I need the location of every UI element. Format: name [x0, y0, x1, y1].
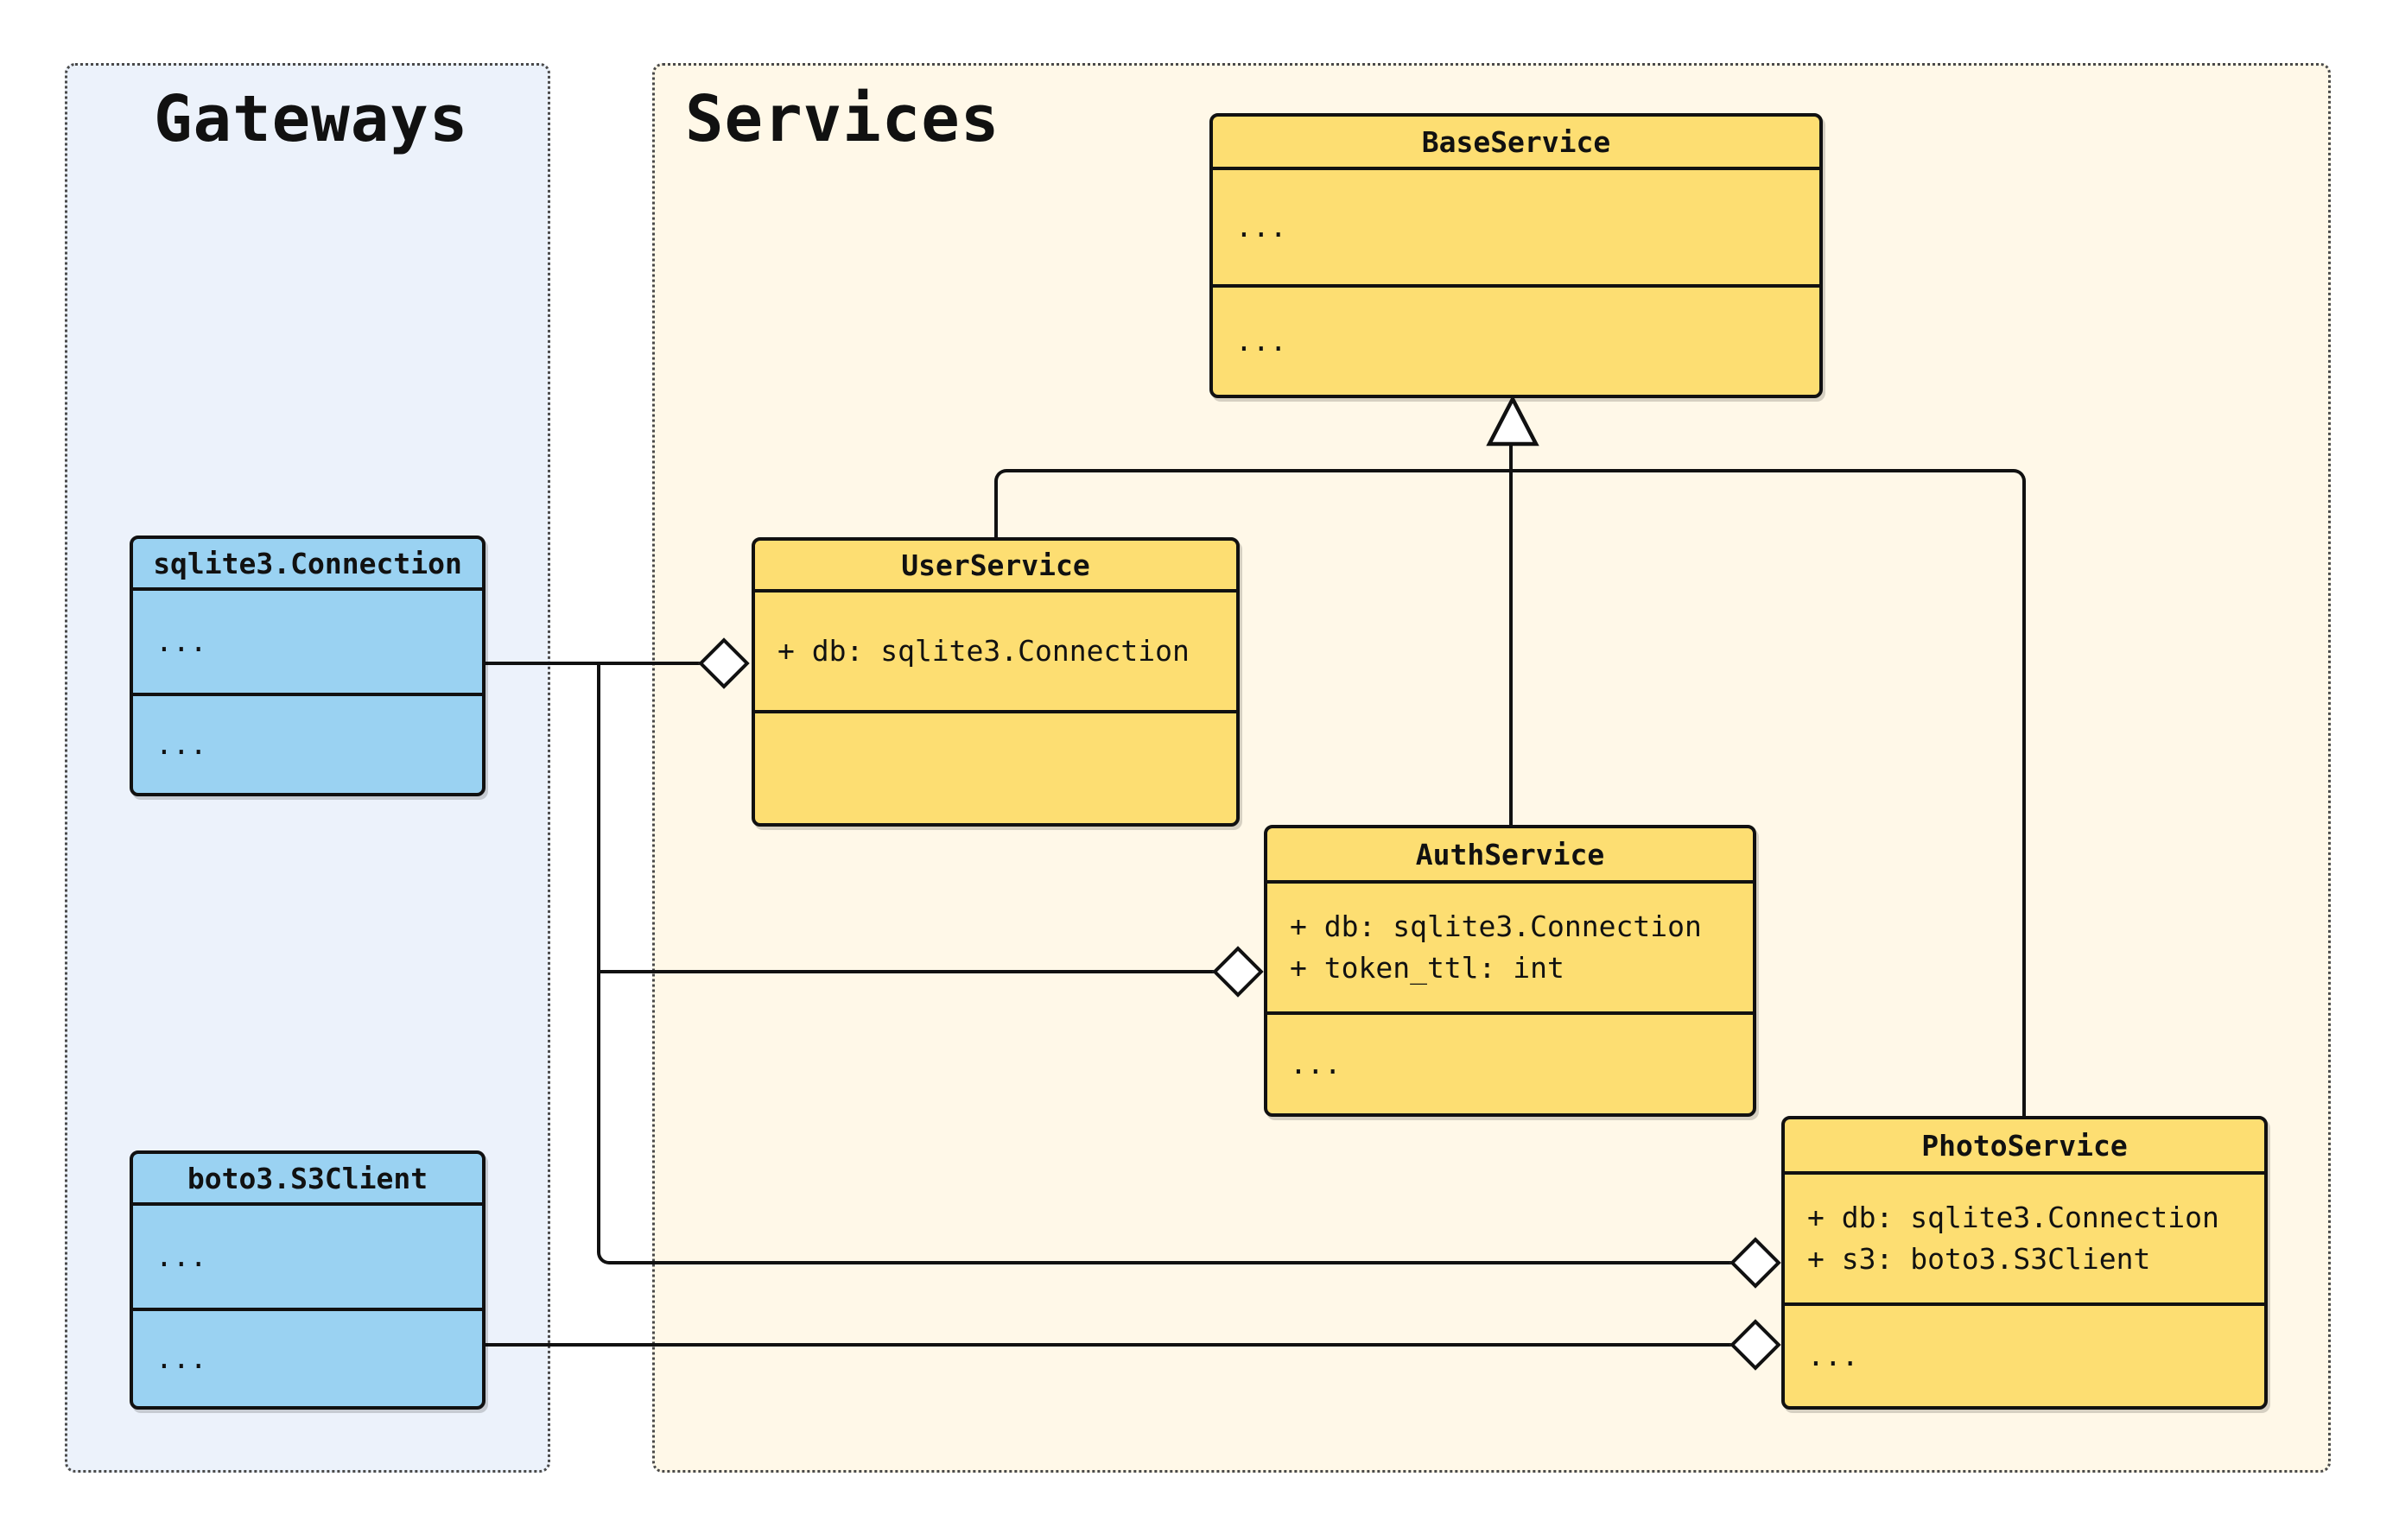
methods-compartment: ... — [133, 1308, 482, 1406]
edge-sqlite-userservice — [486, 662, 700, 665]
attribute-row: ... — [155, 1239, 207, 1274]
attributes-compartment: + db: sqlite3.Connection + s3: boto3.S3C… — [1785, 1171, 2264, 1302]
methods-compartment: ... — [1213, 284, 1819, 395]
class-node-userservice: UserService + db: sqlite3.Connection — [752, 537, 1240, 827]
edge-inheritance-trunk — [1509, 443, 1513, 472]
edge-inheritance-userservice — [994, 469, 1513, 541]
gateways-title: Gateways — [154, 82, 469, 156]
class-node-boto3-s3client: boto3.S3Client ... ... — [130, 1150, 486, 1410]
method-row: ... — [1235, 324, 1287, 358]
attribute-row: + s3: boto3.S3Client — [1807, 1242, 2151, 1276]
class-name: sqlite3.Connection — [153, 546, 462, 580]
class-name: PhotoService — [1921, 1128, 2128, 1163]
methods-compartment — [755, 710, 1236, 823]
methods-compartment: ... — [1267, 1011, 1753, 1113]
attributes-compartment: ... — [133, 1202, 482, 1308]
class-node-photoservice: PhotoService + db: sqlite3.Connection + … — [1781, 1116, 2268, 1410]
edge-inheritance-photoservice — [1513, 469, 2026, 1119]
attributes-compartment: + db: sqlite3.Connection — [755, 589, 1236, 710]
attribute-row: + token_ttl: int — [1290, 951, 1564, 985]
method-row: ... — [1290, 1047, 1342, 1081]
method-row: ... — [155, 727, 207, 762]
class-name: AuthService — [1415, 837, 1605, 871]
class-name: boto3.S3Client — [187, 1161, 428, 1195]
edge-boto3-photoservice — [486, 1343, 1731, 1347]
edge-sqlite-photoservice — [597, 662, 1731, 1264]
edge-sqlite-authservice — [599, 970, 1214, 973]
attribute-row: + db: sqlite3.Connection — [1290, 909, 1702, 944]
attributes-compartment: ... — [1213, 167, 1819, 284]
inheritance-triangle-icon — [1486, 396, 1539, 447]
attribute-row: + db: sqlite3.Connection — [1807, 1201, 2219, 1235]
class-node-sqlite3-connection: sqlite3.Connection ... ... — [130, 536, 486, 796]
class-node-authservice: AuthService + db: sqlite3.Connection + t… — [1264, 825, 1756, 1117]
attributes-compartment: + db: sqlite3.Connection + token_ttl: in… — [1267, 880, 1753, 1011]
attributes-compartment: ... — [133, 587, 482, 693]
services-title: Services — [685, 82, 1000, 156]
class-name: UserService — [901, 548, 1090, 582]
methods-compartment: ... — [1785, 1302, 2264, 1406]
class-node-baseservice: BaseService ... ... — [1209, 113, 1823, 398]
attribute-row: ... — [1235, 210, 1287, 244]
attribute-row: + db: sqlite3.Connection — [777, 634, 1190, 669]
method-row: ... — [1807, 1339, 1859, 1373]
edge-inheritance-authservice — [1509, 469, 1513, 828]
methods-compartment: ... — [133, 693, 482, 793]
method-row: ... — [155, 1341, 207, 1376]
class-name: BaseService — [1421, 124, 1611, 159]
attribute-row: ... — [155, 624, 207, 659]
